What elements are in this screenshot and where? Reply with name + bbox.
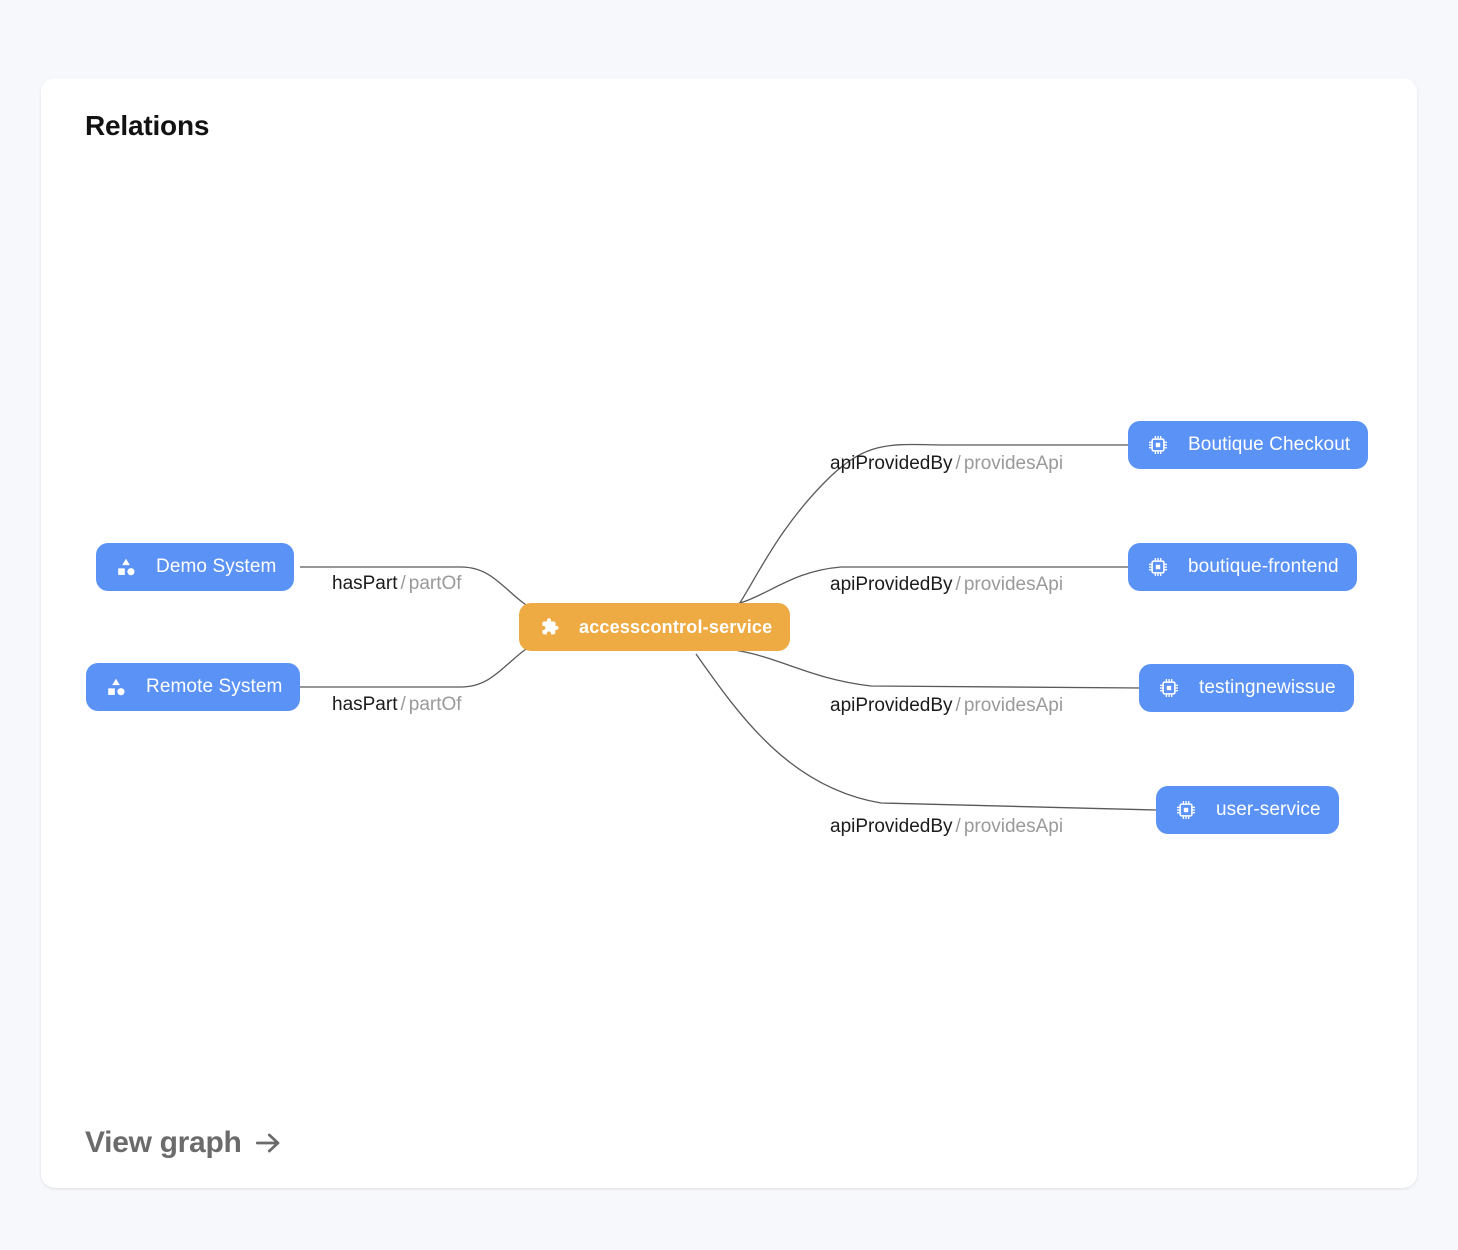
- view-graph-label: View graph: [85, 1126, 242, 1159]
- edge-label-boutique-checkout: apiProvidedBy/providesApi: [830, 454, 1063, 473]
- edge-label-separator: /: [955, 453, 961, 474]
- edge-label-reverse: providesApi: [963, 695, 1064, 716]
- edge-label-reverse: partOf: [408, 573, 462, 594]
- edge-label-remote-system: hasPart/partOf: [332, 695, 462, 714]
- edge-line-testingnewissue: [712, 647, 1142, 689]
- shapes-icon: [114, 555, 138, 579]
- edge-label-testingnewissue: apiProvidedBy/providesApi: [830, 696, 1063, 715]
- edge-line-user-service: [695, 653, 1157, 811]
- edge-label-demo-system: hasPart/partOf: [332, 574, 462, 593]
- edge-label-forward: hasPart: [332, 694, 398, 715]
- node-user-service[interactable]: user-service: [1156, 786, 1339, 834]
- node-demo-system[interactable]: Demo System: [96, 543, 295, 591]
- edge-label-separator: /: [955, 816, 961, 837]
- node-remote-system[interactable]: Remote System: [86, 663, 301, 711]
- page-title: Relations: [85, 110, 210, 141]
- node-boutique-checkout[interactable]: Boutique Checkout: [1128, 421, 1369, 469]
- arrow-right-icon: [252, 1127, 284, 1159]
- chip-icon: [1157, 676, 1181, 700]
- edge-label-forward: apiProvidedBy: [830, 574, 953, 595]
- edge-label-reverse: providesApi: [963, 816, 1064, 837]
- node-label: accesscontrol-service: [579, 616, 773, 637]
- chip-icon: [1146, 433, 1170, 457]
- edge-label-separator: /: [400, 694, 406, 715]
- relations-card: Relations Demo System: [41, 78, 1417, 1188]
- edge-label-forward: apiProvidedBy: [830, 695, 953, 716]
- edge-label-reverse: providesApi: [963, 574, 1064, 595]
- edge-label-reverse: providesApi: [963, 453, 1064, 474]
- chip-icon: [1146, 555, 1170, 579]
- node-label: user-service: [1216, 799, 1321, 820]
- node-testingnewissue[interactable]: testingnewissue: [1139, 664, 1354, 712]
- node-label: Demo System: [156, 556, 277, 577]
- edge-label-forward: apiProvidedBy: [830, 816, 953, 837]
- relations-graph[interactable]: Demo System Remote System accesscontrol-…: [41, 78, 1417, 1188]
- edge-label-reverse: partOf: [408, 694, 462, 715]
- edge-label-forward: apiProvidedBy: [830, 453, 953, 474]
- node-label: Remote System: [146, 676, 283, 697]
- edge-label-user-service: apiProvidedBy/providesApi: [830, 817, 1063, 836]
- edge-label-separator: /: [400, 573, 406, 594]
- node-label: Boutique Checkout: [1188, 434, 1351, 455]
- edge-label-separator: /: [955, 574, 961, 595]
- edge-label-separator: /: [955, 695, 961, 716]
- node-label: boutique-frontend: [1188, 556, 1339, 577]
- chip-icon: [1174, 798, 1198, 822]
- view-graph-link[interactable]: View graph: [85, 1126, 284, 1160]
- node-label: testingnewissue: [1199, 677, 1336, 698]
- edge-label-boutique-frontend: apiProvidedBy/providesApi: [830, 575, 1063, 594]
- node-boutique-frontend[interactable]: boutique-frontend: [1128, 543, 1357, 591]
- shapes-icon: [104, 675, 128, 699]
- edge-label-forward: hasPart: [332, 573, 398, 594]
- puzzle-piece-icon: [537, 615, 561, 639]
- node-accesscontrol-service[interactable]: accesscontrol-service: [519, 603, 791, 651]
